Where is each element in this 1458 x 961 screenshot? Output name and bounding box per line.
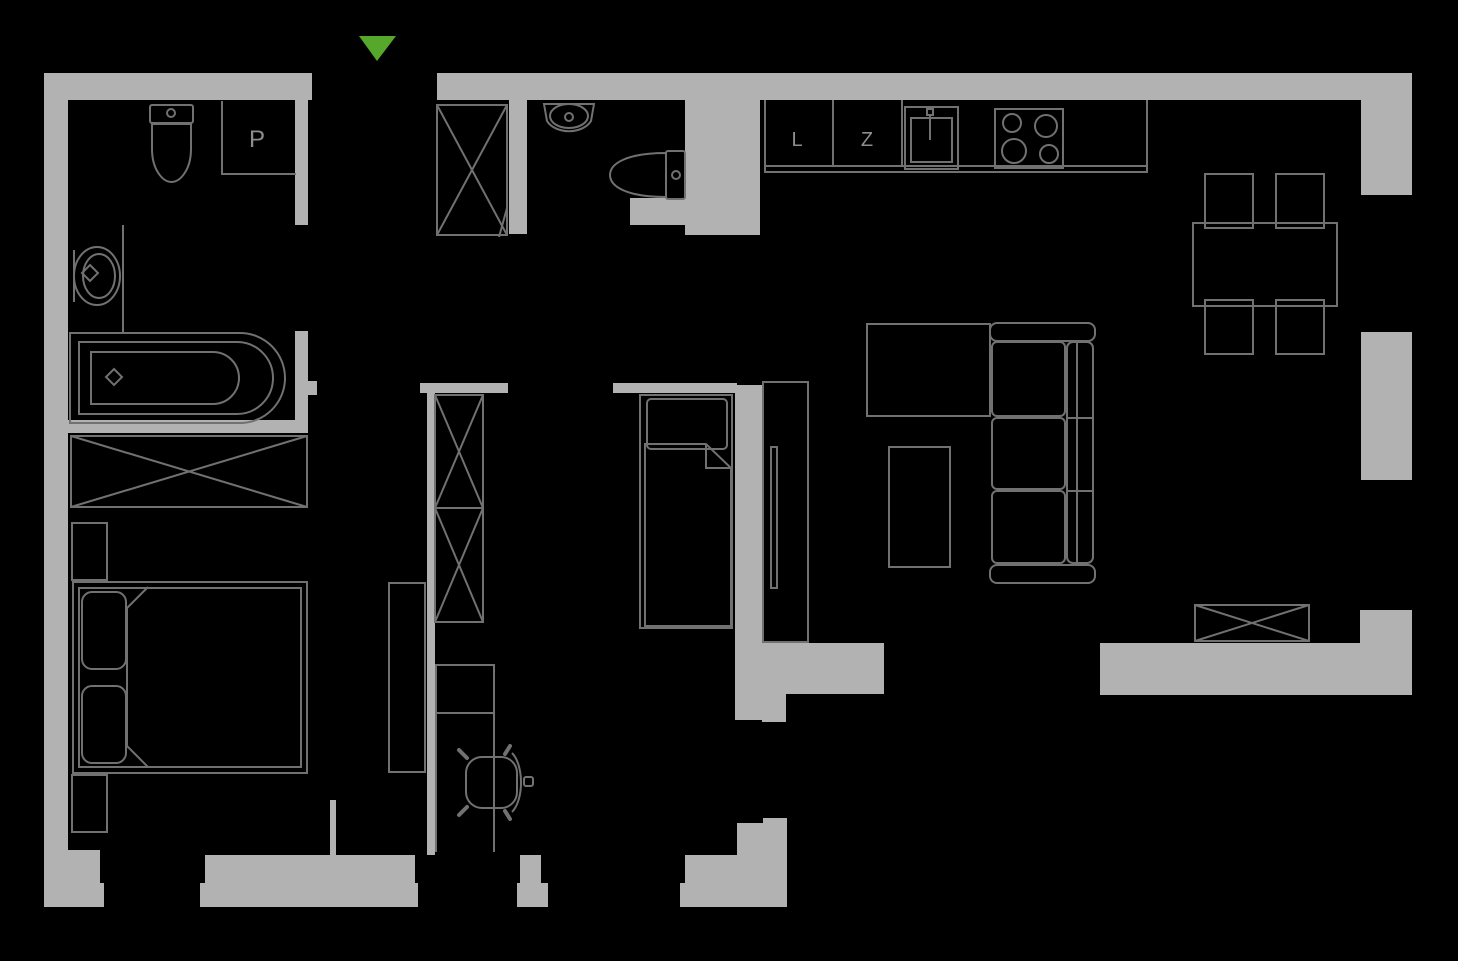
kitchen-sink: [904, 106, 959, 170]
sofa-chaise: [866, 323, 991, 417]
desk-chair: [457, 744, 534, 821]
label-z: Z: [861, 129, 873, 151]
bedroom-wardrobe-x: [70, 435, 308, 508]
wall-bottom-pier-c2: [737, 823, 787, 883]
room-labels: P L Z: [249, 126, 873, 153]
pillow: [646, 398, 728, 450]
nightstand: [71, 774, 108, 833]
sofa-armrest: [989, 322, 1096, 342]
burner: [1039, 144, 1059, 164]
wall-bathroom-bottom: [68, 420, 305, 433]
wall-bottom-right: [1100, 643, 1412, 695]
kitchen-counter: [764, 100, 1148, 173]
hallway-cabinet: [388, 582, 426, 773]
wall-room2-top-right: [613, 383, 737, 393]
wall-wc-bottom: [630, 198, 688, 225]
sofa-seat-cushion: [991, 341, 1066, 417]
wall-bathroom-door-stop: [308, 381, 317, 395]
wall-bottom-pier-b1: [520, 855, 541, 883]
wall-bedroom-stub: [330, 800, 336, 855]
wall-bottom-pier-c3: [763, 818, 787, 824]
entrance-arrow-icon: [359, 36, 396, 61]
sofa-seat-cushion: [991, 490, 1066, 564]
wall-wc-left: [509, 100, 527, 234]
wall-corridor: [427, 392, 435, 855]
wall-top-left: [44, 73, 312, 100]
kitchen-stove: [994, 108, 1064, 169]
sofa-l-shaped: [866, 322, 1096, 584]
burner: [1001, 138, 1027, 164]
pantry-shelf-divider: [221, 101, 296, 175]
tv-cabinet-x: [1194, 604, 1310, 642]
dining-chair: [1275, 299, 1325, 355]
washbasin: [73, 246, 121, 306]
double-bed: [72, 581, 308, 774]
wall-bottom-pier-c4: [680, 883, 787, 907]
bathtub: [69, 332, 287, 424]
wall-top-right: [437, 73, 1412, 100]
wall-right-top: [1361, 100, 1412, 195]
wall-hall-t2: [786, 643, 884, 694]
sofa-seat-cushion: [991, 417, 1066, 490]
wall-bottom-right-step: [1360, 610, 1412, 643]
desk: [435, 664, 495, 852]
corridor-closet-x: [434, 394, 484, 623]
wall-corner-bottom-left-b: [44, 883, 104, 907]
dining-table: [1192, 222, 1338, 307]
wall-bottom-pier-a1: [205, 855, 415, 883]
wc-sink: [542, 103, 596, 133]
burner: [1002, 113, 1022, 133]
wall-bottom-pier-a2: [200, 883, 418, 907]
dining-chair: [1275, 173, 1325, 229]
label-l: L: [791, 129, 802, 151]
pillow: [81, 685, 127, 764]
wall-bathroom-right-upper: [295, 100, 308, 225]
wall-duct-block: [685, 100, 760, 235]
wall-room2-right: [735, 385, 762, 720]
wall-left: [44, 73, 68, 852]
walls: [44, 73, 1412, 907]
wall-right-pier: [1361, 332, 1412, 480]
bathroom-toilet: [149, 104, 194, 184]
wc-toilet: [608, 150, 686, 200]
burner: [1034, 114, 1058, 138]
single-bed: [639, 394, 733, 629]
entrance-closet-x: [436, 104, 508, 236]
wall-hall-t1: [762, 643, 786, 722]
wc-door-swing: [498, 207, 508, 238]
living-wardrobe: [762, 381, 809, 643]
dining-set: [1192, 173, 1338, 355]
coffee-table: [888, 446, 951, 568]
wall-bottom-pier-b2: [517, 883, 548, 907]
sofa-backrest: [1066, 341, 1094, 564]
nightstand: [71, 522, 108, 581]
wall-bathroom-right-lower: [295, 331, 308, 433]
sofa-armrest: [989, 564, 1096, 584]
wall-bottom-pier-c1: [685, 855, 737, 883]
furniture: [69, 100, 1338, 852]
dining-chair: [1204, 173, 1254, 229]
label-p: P: [249, 126, 265, 153]
wall-corner-bottom-left-a: [44, 850, 100, 883]
pillow: [81, 591, 127, 670]
wall-room2-top-left: [420, 383, 508, 393]
dining-chair: [1204, 299, 1254, 355]
